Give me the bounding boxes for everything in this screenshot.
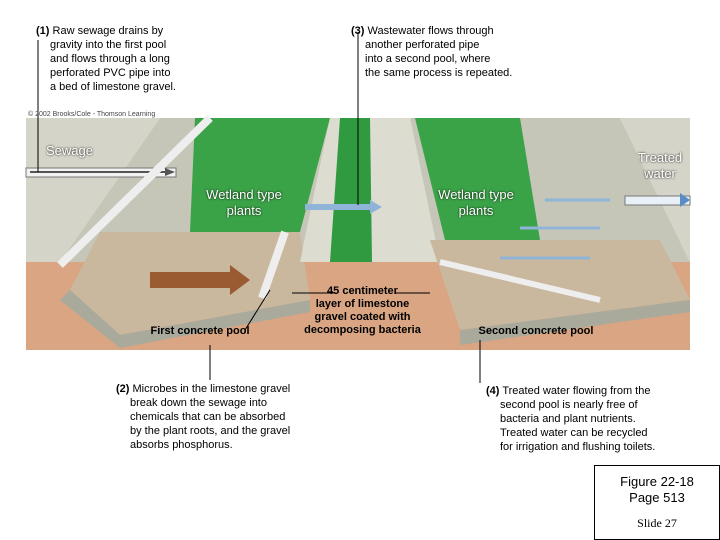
caption-step4-number: (4) (486, 385, 500, 397)
flow-arrow-middle (305, 200, 382, 214)
transfer-pipe (258, 230, 289, 300)
flow-arrow-first-pool (150, 265, 250, 295)
caption-step2-number: (2) (116, 383, 130, 395)
second-perforated-pipe (439, 259, 601, 303)
pointer-gravel (244, 289, 271, 331)
caption-step1-line: perforated PVC pipe into (50, 67, 171, 79)
caption-step3-line: Wastewater flows through (367, 25, 494, 37)
caption-step1-line: gravity into the first pool (50, 39, 167, 51)
middle-plant-strip (330, 118, 372, 262)
gravel-layer-line: layer of limestone (315, 298, 410, 310)
second-pool-wetland (415, 118, 540, 240)
second-pool-label: Second concrete pool (478, 325, 594, 337)
caption-step4-line: second pool is nearly free of (500, 399, 638, 411)
caption-step3-number: (3) (351, 25, 365, 37)
gravel-layer-line: decomposing bacteria (304, 324, 421, 336)
caption-step1-line: and flows through a long (50, 53, 170, 65)
caption-step2: (2) Microbes in the limestone gravel bre… (116, 382, 346, 452)
right-berm (620, 118, 690, 262)
left-berm (26, 118, 160, 262)
sewage-label: Sewage (46, 143, 93, 158)
caption-step4: (4) Treated water flowing from the secon… (486, 384, 711, 454)
wetland-left-line: Wetland type (206, 187, 282, 202)
caption-step1: (1) Raw sewage drains by gravity into th… (36, 24, 246, 94)
outflow-pipe (624, 195, 691, 206)
treated-water-label: Treated water (628, 150, 692, 182)
first-pool-label: First concrete pool (150, 325, 250, 337)
caption-step1-line: Raw sewage drains by (52, 25, 164, 37)
gravel-layer-line: 45 centimeter (327, 285, 398, 297)
caption-step3-line: into a second pool, where (365, 53, 491, 65)
figure-page: Page 513 (629, 490, 685, 505)
figure-number: Figure 22-18 (620, 474, 694, 489)
caption-step2-line: absorbs phosphorus. (130, 439, 233, 451)
caption-step1-number: (1) (36, 25, 50, 37)
caption-step4-line: Treated water flowing from the (502, 385, 651, 397)
gravel-layer-line: gravel coated with (314, 311, 411, 323)
caption-step2-line: by the plant roots, and the gravel (130, 425, 291, 437)
first-pool-wetland (190, 118, 330, 232)
caption-step3: (3) Wastewater flows through another per… (351, 24, 571, 80)
copyright-text: © 2002 Brooks/Cole - Thomson Learning (28, 111, 156, 118)
first-pool-wall (60, 290, 310, 348)
caption-step4-line: for irrigation and flushing toilets. (500, 441, 656, 453)
caption-step4-line: Treated water can be recycled (500, 427, 648, 439)
gravel-layer-label: 45 centimeter layer of limestone gravel … (290, 285, 435, 337)
caption-step2-line: break down the sewage into (130, 397, 267, 409)
caption-step4-line: bacteria and plant nutrients. (500, 413, 636, 425)
caption-step2-line: Microbes in the limestone gravel (132, 383, 291, 395)
second-pool-floor (430, 240, 690, 330)
slide-number: Slide 27 (637, 516, 677, 530)
caption-step3-line: the same process is repeated. (365, 67, 513, 79)
second-pool-wall (460, 300, 690, 345)
treated-water-label-line: Treated (637, 150, 683, 165)
wetland-plants-right-label: Wetland type plants (426, 187, 526, 219)
wetland-left-line: plants (226, 203, 262, 218)
wetland-plants-left-label: Wetland type plants (194, 187, 294, 219)
caption-step3-line: another perforated pipe (365, 39, 480, 51)
caption-step2-line: chemicals that can be absorbed (130, 411, 286, 423)
treated-water-label-line: water (644, 166, 676, 181)
wetland-right-line: Wetland type (438, 187, 514, 202)
wetland-right-line: plants (458, 203, 494, 218)
caption-step1-line: a bed of limestone gravel. (50, 81, 176, 93)
first-perforated-pipe (57, 115, 213, 268)
figure-reference-box: Figure 22-18 Page 513 Slide 27 (594, 465, 720, 540)
